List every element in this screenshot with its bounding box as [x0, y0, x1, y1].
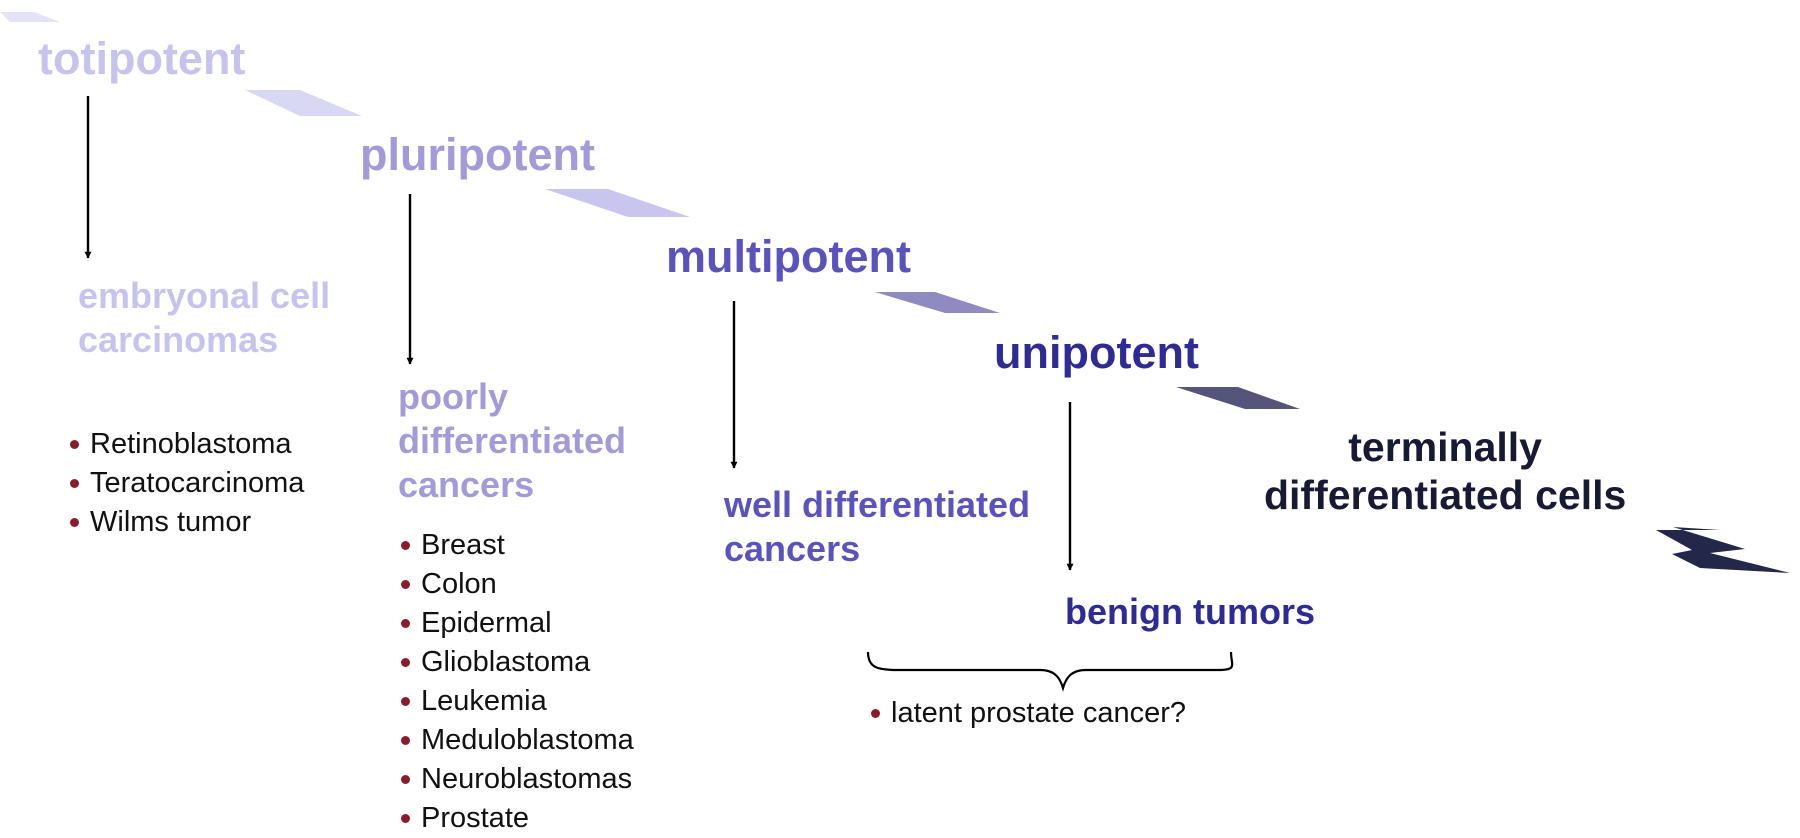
ribbon-segment [545, 189, 690, 217]
list-item: Breast [399, 526, 634, 565]
category-benign-tumors: benign tumors [1065, 591, 1315, 632]
embryonal-line-2: carcinomas [78, 318, 279, 360]
level-multipotent: multipotent [666, 231, 911, 282]
poorly-line-1: poorly [398, 376, 509, 417]
poorly-line-3: cancers [398, 463, 535, 505]
well-line-1: well differentiated [724, 484, 1031, 525]
ribbon-segment [1176, 387, 1300, 409]
category-embryonal-cell-carcinomas: embryonal cell carcinomas [78, 274, 330, 362]
list-item: Epidermal [399, 604, 634, 643]
list-item: Wilms tumor [68, 503, 304, 542]
list-item: Retinoblastoma [68, 425, 304, 464]
level-terminally-differentiated: terminally differentiated cells [1264, 424, 1626, 519]
list-item: Glioblastoma [399, 643, 634, 682]
ribbon-arrowhead [1656, 527, 1790, 573]
curly-brace [866, 651, 1234, 692]
category-well-differentiated-cancers: well differentiated cancers [724, 483, 1030, 571]
list-item: Leukemia [399, 682, 634, 721]
list-benign-examples: latent prostate cancer? [869, 694, 1186, 733]
list-item: latent prostate cancer? [869, 694, 1186, 733]
list-embryonal-examples: Retinoblastoma Teratocarcinoma Wilms tum… [68, 425, 304, 542]
terminal-line-2: differentiated cells [1264, 471, 1627, 518]
list-item: Teratocarcinoma [68, 464, 304, 503]
level-pluripotent: pluripotent [360, 129, 595, 180]
poorly-line-2: differentiated [398, 419, 627, 461]
ribbon-segment [245, 90, 362, 116]
list-item: Colon [399, 565, 634, 604]
category-poorly-differentiated-cancers: poorly differentiated cancers [398, 375, 626, 507]
ribbon-segment [0, 12, 60, 22]
well-line-2: cancers [724, 527, 861, 569]
level-totipotent: totipotent [38, 33, 246, 84]
list-item: Prostate [399, 799, 634, 838]
list-poorly-differentiated-examples: Breast Colon Epidermal Glioblastoma Leuk… [399, 526, 634, 838]
level-unipotent: unipotent [994, 327, 1199, 378]
embryonal-line-1: embryonal cell [78, 275, 331, 316]
list-item: Neuroblastomas [399, 760, 634, 799]
list-item: Meduloblastoma [399, 721, 634, 760]
ribbon-segment [875, 292, 1000, 313]
terminal-line-1: terminally [1348, 424, 1542, 470]
